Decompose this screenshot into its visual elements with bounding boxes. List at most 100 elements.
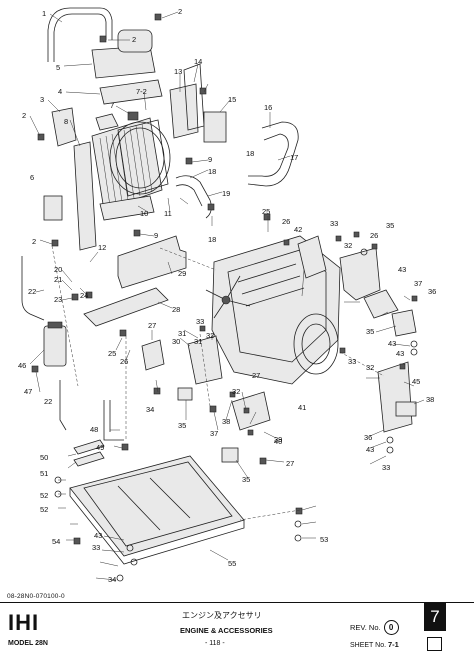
- base-frame: [69, 455, 245, 565]
- callout: 16: [264, 103, 272, 112]
- callout: 33: [382, 463, 390, 472]
- callout: 36: [428, 287, 436, 296]
- callout: 30: [172, 337, 180, 346]
- mount-bracket-left: [141, 339, 165, 371]
- engine-mount-rubber: [363, 289, 399, 319]
- callout: 43: [366, 445, 374, 454]
- callout: 51: [40, 469, 48, 478]
- callout: 18: [208, 167, 216, 176]
- callout: 45: [412, 377, 420, 386]
- callout: 22: [28, 287, 36, 296]
- callout: 35: [242, 475, 250, 484]
- callout: 31: [178, 329, 186, 338]
- callout: 43: [398, 265, 406, 274]
- callout: 43: [396, 349, 404, 358]
- callout: 25: [262, 207, 270, 216]
- brand-logo: IHI: [8, 610, 40, 635]
- callout: 53: [320, 535, 328, 544]
- callout: 32: [344, 241, 352, 250]
- callout: 17: [290, 153, 298, 162]
- mount-rubber-b: [221, 447, 239, 463]
- callout: 26: [370, 231, 378, 240]
- callout: 14: [194, 57, 202, 66]
- callout: 27: [148, 321, 156, 330]
- model-value: 28N: [35, 640, 48, 647]
- callout: 21: [54, 275, 62, 284]
- callout: 11: [164, 209, 172, 218]
- rev-label: REV. No.: [350, 623, 381, 632]
- callout: 55: [228, 559, 236, 568]
- cover-plate: [43, 195, 63, 221]
- engine-stay: [231, 391, 271, 431]
- callout: 35: [366, 327, 374, 336]
- leader-lines: [29, 11, 425, 581]
- callout: 40: [274, 437, 282, 446]
- callout: 33: [92, 543, 100, 552]
- radiator-cap: [127, 111, 139, 121]
- bottom-bracket: [117, 235, 187, 289]
- chapter-tab: 7: [424, 603, 446, 631]
- revision: REV. No.0: [350, 620, 399, 635]
- callout: 36: [364, 433, 372, 442]
- callout: 35: [386, 221, 394, 230]
- callout: 9: [154, 231, 158, 240]
- bracket: [99, 79, 163, 105]
- side-bracket: [51, 107, 77, 147]
- callout: 27: [286, 459, 294, 468]
- callout: 52: [40, 505, 48, 514]
- reservoir-tank: [91, 29, 156, 79]
- callout: 34: [108, 575, 116, 584]
- rev-value: 0: [383, 620, 399, 635]
- callout: 2: [132, 35, 136, 44]
- callout: 52: [40, 491, 48, 500]
- lower-bracket: [99, 195, 155, 221]
- callout: 54: [52, 537, 60, 546]
- mount-plate: [187, 335, 223, 385]
- callout: 49: [96, 443, 104, 452]
- air-duct: [169, 83, 199, 139]
- callout: 41: [298, 403, 306, 412]
- callout: 20: [54, 265, 62, 274]
- callout: 7: [110, 101, 114, 110]
- callout: 39: [274, 435, 282, 444]
- mount-rubber-a: [177, 387, 193, 401]
- callout: 1: [42, 9, 46, 18]
- upper-hose: [247, 121, 299, 187]
- callout: 26: [120, 357, 128, 366]
- callout: 2: [178, 7, 182, 16]
- model-line: MODEL 28N: [8, 640, 48, 647]
- part-callouts: 1 2 2 2 2 3 4 5 6 7 7-2 8 9 9 10 11 12 1…: [18, 7, 436, 584]
- callout: 3: [40, 95, 44, 104]
- callout: 37: [210, 429, 218, 438]
- engine-mount-bracket: [297, 235, 327, 279]
- callout: 43: [94, 531, 102, 540]
- callout: 10: [140, 209, 148, 218]
- callout: 34: [146, 405, 154, 414]
- page-number: - 118 -: [205, 640, 225, 647]
- sheet-number: SHEET No. 7-1: [350, 640, 399, 649]
- callout: 33: [348, 357, 356, 366]
- callout: 47: [24, 387, 32, 396]
- mount-rubber-lower: [395, 401, 417, 417]
- title-english: ENGINE & ACCESSORIES: [180, 626, 273, 635]
- callout: 15: [228, 95, 236, 104]
- radiator-core: [73, 113, 171, 251]
- check-box: [427, 637, 442, 651]
- callout: 46: [18, 361, 26, 370]
- callout: 18: [246, 149, 254, 158]
- callout: 50: [40, 453, 48, 462]
- alignment-lines: [51, 245, 385, 521]
- drain-tube: [59, 380, 67, 431]
- callout: 32: [206, 331, 214, 340]
- callout: 24: [80, 291, 88, 300]
- callout: 12: [98, 243, 106, 252]
- spacer-plates: [73, 439, 105, 467]
- callout: 8: [64, 117, 68, 126]
- title-block: IHI MODEL 28N エンジン及アクセサリ ENGINE & ACCESS…: [0, 602, 474, 654]
- callout: 23: [54, 295, 62, 304]
- overflow-tube: [21, 256, 45, 321]
- callout: 33: [196, 317, 204, 326]
- callout: 27: [252, 371, 260, 380]
- callout: 19: [222, 189, 230, 198]
- exploded-parts-diagram: 1 2 2 2 2 3 4 5 6 7 7-2 8 9 9 10 11 12 1…: [18, 7, 436, 584]
